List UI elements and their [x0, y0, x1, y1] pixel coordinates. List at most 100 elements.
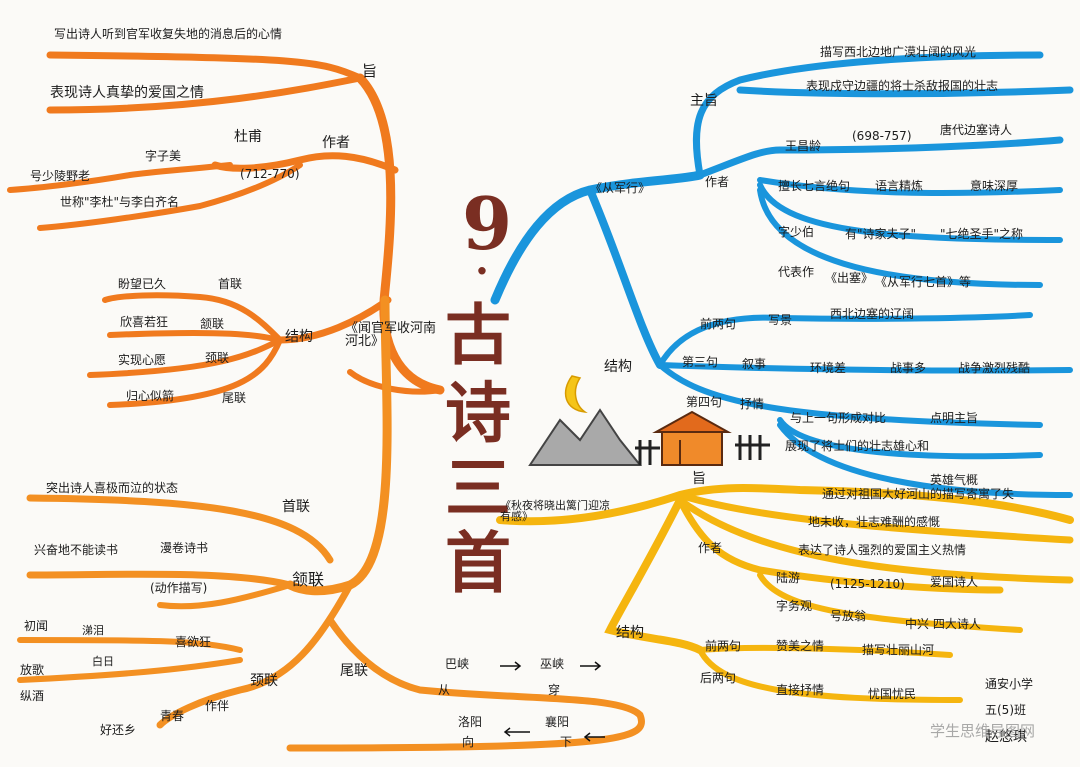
hanlian-label: 颔联 [292, 570, 325, 589]
signature-school: 通安小学 [985, 677, 1034, 691]
structure-label-left: 结构 [285, 329, 313, 345]
rs3-e: 英雄气概 [930, 473, 979, 487]
author-desc-right-b: 爱国诗人 [930, 575, 979, 589]
watermark: 学生思维导图网 [930, 722, 1036, 740]
branch-s2 [657, 362, 1073, 374]
jinglian-d: 喜欲狂 [175, 635, 212, 649]
jinglian-f: 作伴 [205, 699, 230, 713]
branch-jinglian-1 [17, 637, 243, 653]
work-1: 《出塞》 [825, 271, 874, 285]
rs2-a: 叙事 [742, 357, 767, 371]
hanlian-b: 漫卷诗书 [160, 541, 209, 555]
branch-zhi [46, 51, 364, 82]
author-name-right: 王昌龄 [785, 139, 822, 153]
poem-title-left: 《闻官军收河南河北》 [345, 321, 437, 349]
orange-branches-top [7, 51, 445, 408]
jinglian-g: 好还乡 [100, 723, 137, 737]
branch-struct-4 [107, 337, 283, 408]
branch-s3c [777, 422, 1073, 498]
branch-s1 [657, 312, 1033, 368]
branch-zhi-2 [46, 74, 364, 114]
branch-struct-1 [102, 292, 283, 343]
struct-head-2: 颔联 [200, 317, 225, 331]
works-label: 代表作 [778, 265, 815, 279]
branch-s3b [777, 417, 1043, 460]
branch-author-a [7, 162, 233, 193]
branch-shoulian [26, 494, 334, 564]
rb-s1-b: 描写壮丽山河 [862, 643, 935, 657]
route-7: 洛阳 [458, 715, 483, 729]
title-char-2: 诗 [445, 374, 511, 452]
zhi-right-a: 通过对祖国大好河山的描写寄寓了失 [822, 487, 1015, 501]
branch-theme [692, 51, 1044, 179]
author-label-left: 作者 [322, 135, 350, 151]
branch-zhi-2 [676, 491, 1074, 544]
route-5: 从 [438, 683, 451, 697]
author-label-right-b: 作者 [698, 541, 723, 555]
author-zi-right-b: 字务观 [776, 599, 813, 613]
branch-theme-2 [736, 86, 1074, 98]
author-name-right-b: 陆游 [776, 571, 801, 585]
zhi-label-right: 旨 [692, 471, 706, 487]
work-2: 《从军行七首》等 [875, 275, 972, 289]
rs2-c: 战事多 [890, 361, 927, 375]
signature-class: 五(5)班 [985, 703, 1026, 717]
branch-jinglian [156, 581, 354, 729]
rs3-d: 展现了将士们的壮志雄心和 [785, 439, 930, 453]
author-zi-right: 字少伯 [778, 225, 815, 239]
jinglian-a: 初闻 [24, 619, 49, 633]
house-decoration [652, 410, 732, 466]
zhi-right-b: 地未收，壮志难酬的感慨 [808, 515, 941, 529]
rs3-a: 抒情 [740, 397, 765, 411]
rs3-head: 第四句 [686, 395, 723, 409]
poem-title-right-bottom: 《秋夜将晓出篱门迎凉有感》 [500, 499, 610, 523]
structure-label-right-b: 结构 [616, 625, 644, 641]
title-char-3: 三 [445, 449, 511, 527]
branch-s1 [697, 644, 953, 658]
zhi-item-1: 写出诗人听到官军收复失地的消息后的心情 [54, 27, 283, 41]
author-title-left: 世称"李杜"与李白齐名 [60, 195, 180, 209]
title-dot: · [475, 248, 489, 295]
rb-s1-a: 赞美之情 [776, 639, 825, 653]
author-name-left: 杜甫 [234, 129, 262, 145]
branch-struct-3 [87, 337, 283, 378]
fence-decoration [635, 435, 770, 465]
branch-s2 [697, 647, 963, 703]
moon-decoration [564, 375, 588, 414]
poem-title-right-top: 《从军行》 [590, 181, 651, 195]
struct-head-4: 尾联 [222, 391, 247, 405]
weilian-label: 尾联 [340, 663, 368, 679]
branch-weilian [286, 616, 646, 752]
branch-structure [586, 186, 664, 369]
jinglian-c: 纵酒 [20, 689, 45, 703]
struct-note-1: 盼望已久 [118, 277, 167, 291]
rb-s1-head: 前两句 [705, 639, 742, 653]
theme-item-1: 描写西北边地广漠壮阔的风光 [820, 45, 977, 59]
author-title-2: "七绝圣手"之称 [940, 227, 1024, 241]
structure-label-right-top: 结构 [604, 359, 632, 375]
author-hao-left: 号少陵野老 [30, 169, 91, 183]
style-2: 语言精炼 [875, 179, 924, 193]
rs3-c: 点明主旨 [930, 411, 979, 425]
branch-author-4 [757, 187, 1043, 288]
rs2-head: 第三句 [682, 355, 719, 369]
author-years-right-b: (1125-1210) [830, 577, 905, 591]
branch-s3 [657, 362, 1043, 428]
branch-jinglian-2 [17, 657, 243, 683]
author-desc-right: 唐代边塞诗人 [940, 123, 1013, 137]
rs2-d: 战争激烈残酷 [958, 361, 1031, 375]
title-char-1: 古 [445, 296, 511, 374]
branch-poem [347, 369, 443, 395]
author-label-right: 作者 [705, 175, 730, 189]
struct-note-4: 归心似箭 [126, 389, 175, 403]
jinglian-b2: 白日 [92, 655, 114, 668]
branch-author-3 [757, 182, 1063, 243]
route-6: 穿 [548, 683, 561, 697]
zhi-label-left: 旨 [362, 62, 378, 80]
author-years-left: (712-770) [240, 167, 300, 181]
branch-structure [604, 496, 704, 654]
jinglian-b: 放歌 [20, 663, 45, 677]
theme-label: 主旨 [690, 93, 718, 109]
branch-main-left-bottom [285, 295, 392, 596]
